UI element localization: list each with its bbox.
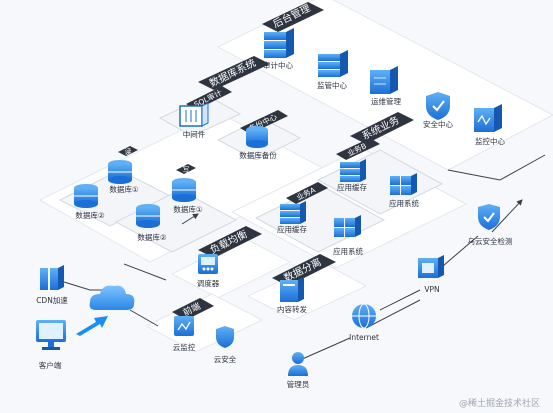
b-cache-label: 应用缓存 <box>337 182 367 192</box>
tag-read: 读 <box>118 146 138 156</box>
app-cube-icon <box>390 173 417 195</box>
arrow-icon <box>76 316 108 336</box>
db-read-2-label: 数据库② <box>75 210 104 220</box>
tag-read-label: 读 <box>125 147 132 156</box>
control-center-label: 监控中心 <box>475 136 505 146</box>
database-icon <box>172 178 196 202</box>
ops-server-icon <box>370 66 398 94</box>
shield-icon <box>426 92 450 120</box>
security-center-label: 安全中心 <box>423 119 453 129</box>
ops-management-label: 运维管理 <box>371 96 401 106</box>
content-forward-label: 内容转发 <box>277 304 307 314</box>
a-system-label: 应用系统 <box>333 246 363 256</box>
forward-server-icon <box>280 277 304 302</box>
scheduler-icon <box>198 254 218 274</box>
tag-write-label: 写 <box>183 166 190 174</box>
db-write-2-label: 数据库② <box>137 232 166 242</box>
vpn-device-icon <box>418 255 444 278</box>
client-monitor-icon <box>36 320 66 350</box>
cdn-server-icon <box>40 265 64 290</box>
middleware-icon <box>179 102 209 127</box>
middleware-label: 中间件 <box>183 129 206 139</box>
db-backup-label: 数据库备份 <box>239 150 277 160</box>
security-check-shield-icon <box>478 204 500 230</box>
database-icon <box>136 204 160 228</box>
section-tag-database: 数据库系统 <box>198 56 270 90</box>
vpn-label: VPN <box>424 285 439 294</box>
tag-write: 写 <box>176 164 196 174</box>
cloud-icon <box>89 285 135 310</box>
b-system-label: 应用系统 <box>389 198 419 208</box>
database-icon <box>74 184 98 208</box>
cloud-security-shield-icon <box>216 326 234 348</box>
cache-stack-icon <box>340 159 366 182</box>
client-label: 客户端 <box>39 360 62 370</box>
cloud-monitor-label: 云监控 <box>173 342 196 352</box>
server-stack-icon <box>318 50 348 77</box>
a-cache-label: 应用缓存 <box>277 224 307 234</box>
scheduler-label: 调度器 <box>197 278 220 288</box>
aliyun-check-label: 乌云安全检测 <box>468 236 513 246</box>
platform-write <box>114 189 238 253</box>
globe-icon <box>352 303 376 329</box>
app-cube-icon <box>334 215 361 237</box>
monitor-device-icon <box>474 104 502 132</box>
monitoring-center-label: 监管中心 <box>317 80 347 90</box>
cdn-label: CDN加速 <box>36 295 68 305</box>
watermark: @稀土掘金技术社区 <box>459 397 540 409</box>
audit-center-label: 审计中心 <box>263 60 293 70</box>
admin-user-icon <box>288 352 308 376</box>
db-read-1-label: 数据库① <box>109 184 138 194</box>
cloud-security-label: 云安全 <box>214 354 237 364</box>
db-write-1-label: 数据库① <box>173 204 202 214</box>
internet-label: Internet <box>349 333 379 342</box>
db-backup-icon <box>246 126 268 148</box>
cloud-monitor-icon <box>174 316 194 336</box>
database-icon <box>108 160 132 184</box>
admin-label: 管理员 <box>287 379 310 389</box>
server-rack-icon <box>264 28 294 58</box>
cache-stack-icon <box>280 201 306 224</box>
